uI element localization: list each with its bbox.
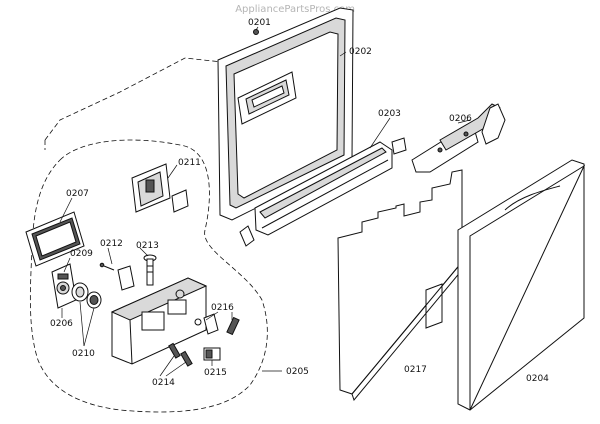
part-0203-trim-strip	[239, 137, 407, 247]
part-0217-insulation-panel	[337, 169, 463, 402]
label-0208: 0206	[449, 114, 472, 124]
label-0203: 0203	[378, 109, 401, 119]
part-labels: 0201 0202 0203 0206 0211 0207 0209 0212 …	[50, 18, 549, 388]
label-0211: 0211	[178, 158, 201, 168]
part-0204-outer-door-panel	[457, 159, 586, 411]
label-0202: 0202	[349, 47, 372, 57]
label-0207: 0207	[66, 189, 89, 199]
part-0215-switch	[203, 347, 221, 361]
label-0201: 0201	[248, 18, 271, 28]
part-0207-handle-bezel	[25, 211, 85, 267]
label-0214: 0214	[152, 378, 175, 388]
part-0208-latch	[411, 103, 506, 173]
assembly-boundary	[44, 57, 223, 141]
part-0211-control-insert	[131, 163, 189, 213]
screw-0201	[253, 29, 259, 35]
part-0206-knob-housing	[51, 263, 77, 309]
control-panel-boundary	[29, 139, 268, 413]
label-0210: 0210	[72, 349, 95, 359]
label-0205: 0205	[286, 367, 309, 377]
part-0202-inner-door	[217, 7, 354, 221]
part-0213-pin	[143, 254, 157, 286]
label-0217: 0217	[404, 365, 427, 375]
part-0214-springs	[168, 342, 193, 367]
label-0213: 0213	[136, 241, 159, 251]
label-0216: 0216	[211, 303, 234, 313]
label-0206: 0206	[50, 319, 73, 329]
label-0204: 0204	[526, 374, 549, 384]
watermark-text: AppliancePartsPros.com	[235, 4, 355, 15]
label-0209: 0209	[70, 249, 93, 259]
leader-lines	[59, 26, 471, 377]
control-module	[110, 277, 208, 365]
label-0215: 0215	[204, 368, 227, 378]
label-0212: 0212	[100, 239, 123, 249]
part-0210-rings	[71, 282, 102, 309]
part-0212-spring	[99, 262, 135, 291]
